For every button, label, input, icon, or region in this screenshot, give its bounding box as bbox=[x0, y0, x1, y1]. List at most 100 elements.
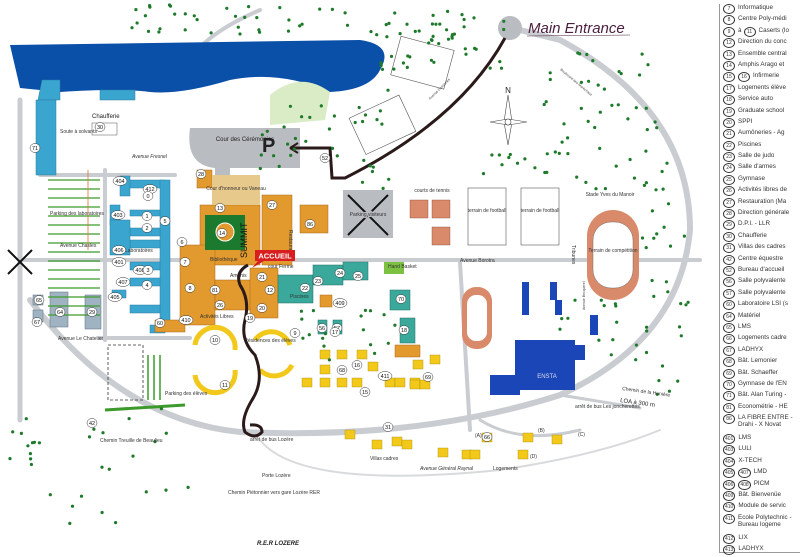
svg-text:403: 403 bbox=[113, 213, 122, 219]
building-number-16[interactable]: 16 bbox=[351, 360, 363, 370]
building-number-68[interactable]: 68 bbox=[336, 365, 348, 375]
building-number-27[interactable]: 27 bbox=[266, 200, 278, 210]
tree bbox=[380, 67, 385, 71]
building-number-407[interactable]: 407 bbox=[115, 277, 131, 287]
building-number-23[interactable]: 23 bbox=[312, 276, 324, 286]
parking-visiteurs-label: Parking visiteurs bbox=[350, 212, 387, 218]
legend-number-badge: 15 bbox=[723, 72, 735, 83]
building-number-406[interactable]: 406 bbox=[111, 245, 127, 255]
building-number-71[interactable]: 71 bbox=[29, 143, 41, 153]
building-number-405[interactable]: 405 bbox=[107, 292, 123, 302]
svg-text:26: 26 bbox=[217, 303, 223, 309]
tree bbox=[353, 120, 357, 125]
legend-label: Bât. Schaeffer bbox=[738, 368, 778, 376]
svg-text:2: 2 bbox=[145, 226, 148, 232]
football-fields bbox=[467, 187, 560, 246]
building-number-6[interactable]: 6 bbox=[176, 237, 188, 247]
building-number-19[interactable]: 19 bbox=[244, 313, 256, 323]
svg-text:60: 60 bbox=[157, 321, 163, 327]
building-number-0[interactable]: 0 bbox=[142, 191, 154, 201]
building-number-69[interactable]: 69 bbox=[422, 372, 434, 382]
accueil-marker[interactable]: ACCUEIL bbox=[252, 250, 295, 268]
building-number-409[interactable]: 409 bbox=[332, 298, 348, 308]
tree bbox=[195, 18, 199, 22]
building-number-29[interactable]: 29 bbox=[86, 307, 98, 317]
building-number-86[interactable]: 86 bbox=[304, 219, 316, 229]
tree bbox=[146, 29, 151, 33]
building-number-404[interactable]: 404 bbox=[112, 176, 128, 186]
building-number-1[interactable]: 1 bbox=[141, 211, 153, 221]
tree bbox=[634, 343, 639, 347]
building-number-7[interactable]: 7 bbox=[179, 257, 191, 267]
building-number-15[interactable]: 15 bbox=[359, 387, 371, 397]
tree bbox=[375, 33, 379, 37]
building-number-2[interactable]: 2 bbox=[141, 223, 153, 233]
tree bbox=[381, 186, 385, 190]
terrain-football-label: terrain de football bbox=[468, 208, 507, 214]
building-number-65[interactable]: 65 bbox=[33, 295, 45, 305]
building-number-17[interactable]: 17 bbox=[329, 327, 341, 337]
campus-map[interactable]: Cour des Cérémonies P bbox=[0, 0, 712, 555]
tree bbox=[500, 163, 504, 167]
building-number-4[interactable]: 4 bbox=[141, 280, 153, 290]
building-number-20[interactable]: 20 bbox=[256, 303, 268, 313]
legend-number-badge: 21 bbox=[723, 129, 735, 140]
building-number-67[interactable]: 67 bbox=[31, 317, 43, 327]
legend-number-badge: 16 bbox=[738, 72, 750, 83]
tree bbox=[299, 309, 303, 313]
tree bbox=[311, 309, 315, 313]
svg-text:411: 411 bbox=[381, 374, 390, 380]
tree bbox=[684, 303, 688, 307]
building-number-18[interactable]: 18 bbox=[398, 325, 410, 335]
building-number-12[interactable]: 12 bbox=[264, 285, 276, 295]
building-number-26[interactable]: 26 bbox=[214, 300, 226, 310]
parking-eleves-label: Parking des élèves bbox=[165, 391, 208, 397]
building-number-60[interactable]: 60 bbox=[154, 318, 166, 328]
building-number-31[interactable]: 31 bbox=[382, 422, 394, 432]
building-number-30[interactable]: 30 bbox=[94, 122, 106, 132]
tree bbox=[327, 358, 331, 362]
building-number-9[interactable]: 9 bbox=[289, 328, 301, 338]
building-number-42[interactable]: 42 bbox=[86, 418, 98, 428]
legend-label: Gymnase de l'EN bbox=[738, 379, 787, 387]
legend-label: Matériel bbox=[738, 311, 761, 319]
building-number-14[interactable]: 14 bbox=[216, 228, 228, 238]
building-number-52[interactable]: 52 bbox=[319, 153, 331, 163]
housing-building bbox=[319, 377, 331, 388]
legend-label: LMD bbox=[753, 468, 767, 476]
building-number-411[interactable]: 411 bbox=[377, 371, 393, 381]
building-number-64[interactable]: 64 bbox=[54, 307, 66, 317]
building-number-66[interactable]: 66 bbox=[481, 432, 493, 442]
building-number-21[interactable]: 21 bbox=[256, 272, 268, 282]
building-number-401[interactable]: 401 bbox=[111, 257, 127, 267]
avenue-borotra-label: Avenue Borotra bbox=[460, 258, 495, 264]
building-number-5[interactable]: 5 bbox=[159, 216, 171, 226]
building-number-410[interactable]: 410 bbox=[178, 315, 194, 325]
building-number-10[interactable]: 10 bbox=[209, 335, 221, 345]
legend-number-badge: 12 bbox=[723, 38, 735, 49]
tree bbox=[107, 467, 111, 471]
tree bbox=[677, 325, 682, 329]
soute-label: Soute à solvants bbox=[60, 129, 97, 135]
building-number-25[interactable]: 25 bbox=[352, 271, 364, 281]
building-number-11[interactable]: 11 bbox=[219, 380, 231, 390]
building-number-70[interactable]: 70 bbox=[395, 294, 407, 304]
building-number-81[interactable]: 81 bbox=[209, 285, 221, 295]
tree bbox=[301, 336, 305, 340]
svg-text:406: 406 bbox=[114, 248, 123, 254]
building-number-22[interactable]: 22 bbox=[299, 283, 311, 293]
building-number-24[interactable]: 24 bbox=[334, 268, 346, 278]
closed-cross-icon bbox=[347, 194, 389, 236]
tree bbox=[330, 7, 334, 11]
building-number-8[interactable]: 8 bbox=[184, 283, 196, 293]
terrain-competition-label: Terrain de compétition bbox=[588, 248, 637, 254]
building-number-13[interactable]: 13 bbox=[214, 203, 226, 213]
piscines-label: Piscines bbox=[290, 294, 309, 300]
building-number-403[interactable]: 403 bbox=[110, 210, 126, 220]
tree bbox=[432, 60, 436, 64]
building-number-28[interactable]: 28 bbox=[195, 169, 207, 179]
building-number-56[interactable]: 56 bbox=[316, 323, 328, 333]
building-number-3[interactable]: 3 bbox=[142, 265, 154, 275]
